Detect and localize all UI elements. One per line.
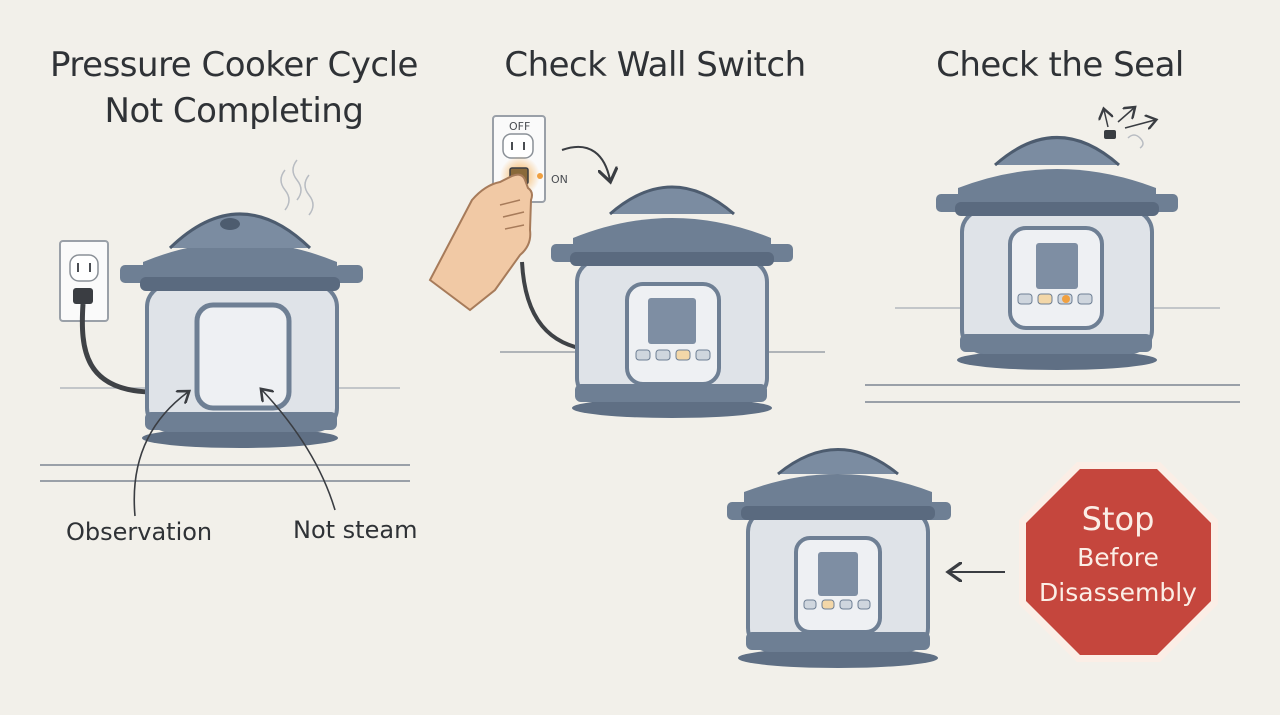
stop-sign-line3: Disassembly <box>1039 578 1197 607</box>
wall-outlet-icon <box>59 240 109 322</box>
switch-off-label: OFF <box>509 120 531 133</box>
callout-not-steam: Not steam <box>293 516 418 544</box>
switch-on-label: ON <box>551 173 568 186</box>
wall-switch-title: Check Wall Switch <box>504 45 806 85</box>
pressure-cooker-4 <box>727 448 951 668</box>
problem-title-line1: Pressure Cooker Cycle <box>50 45 418 85</box>
pressure-cooker-3 <box>936 130 1178 370</box>
callout-observation: Observation <box>66 518 213 546</box>
steam-icon <box>280 159 314 216</box>
hand-icon <box>428 173 533 312</box>
callout-arrows <box>133 390 336 517</box>
steam-release-arrows-icon <box>1104 108 1155 149</box>
stop-sign-icon <box>1019 462 1218 662</box>
problem-title: Pressure Cooker Cycle Not Completing <box>24 42 444 134</box>
switch-arrow-icon <box>561 145 610 180</box>
stop-sign-line1: Stop <box>1081 500 1155 538</box>
seal-title: Check the Seal <box>936 45 1184 85</box>
power-cord-1 <box>79 303 151 395</box>
problem-title-line2: Not Completing <box>104 91 364 131</box>
pressure-cooker-2 <box>551 185 793 418</box>
pressure-cooker-1 <box>120 212 363 448</box>
stop-sign-line2: Before <box>1077 543 1159 572</box>
